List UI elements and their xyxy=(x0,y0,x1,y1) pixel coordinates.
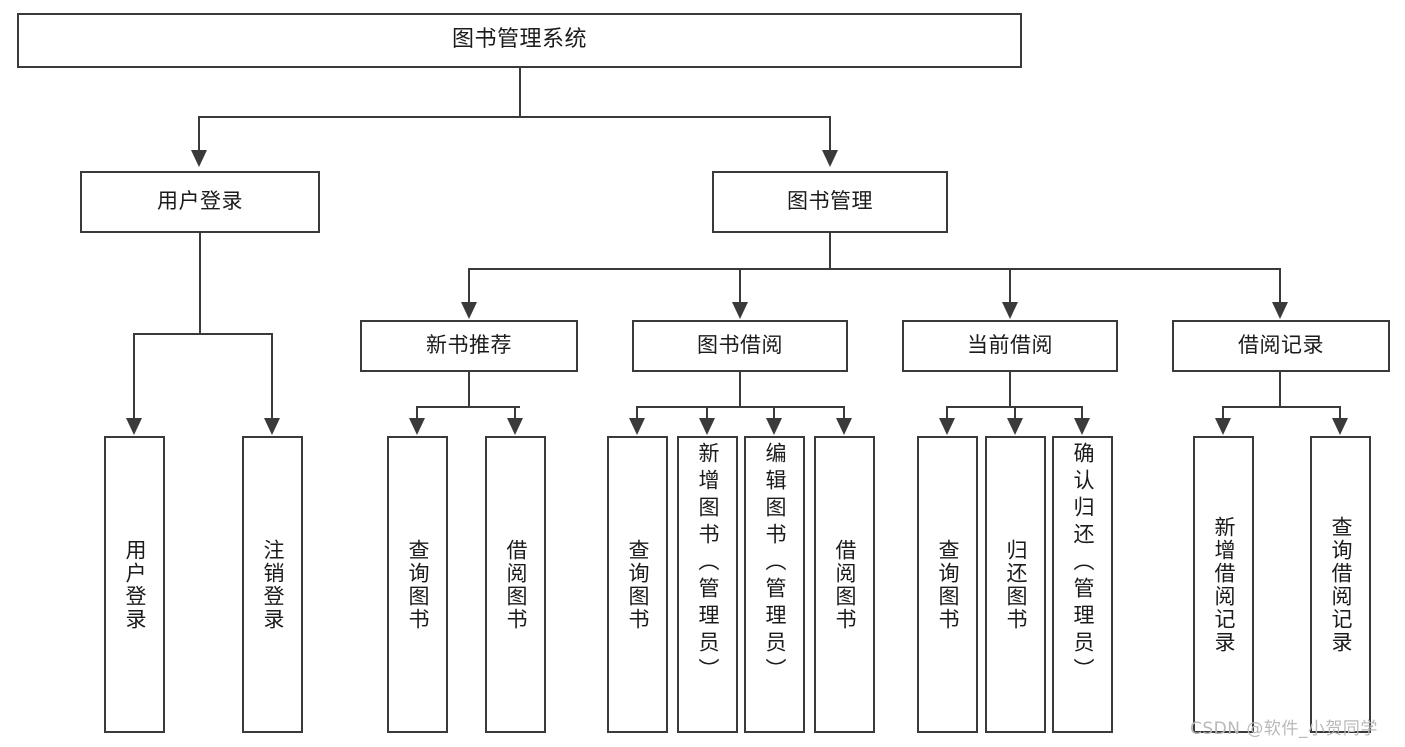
connector-borrow-record-stem xyxy=(1279,372,1281,407)
node-new-book-rec-label: 新书推荐 xyxy=(426,333,512,358)
leaf-user-login-label: 用户登录 xyxy=(123,538,147,631)
arrowhead-book-manage-to-new-book-rec xyxy=(461,302,477,319)
arrowhead-book-borrow-to-leaf-1 xyxy=(629,418,645,435)
leaf-query-book-2-label: 查询图书 xyxy=(626,538,650,631)
arrowhead-borrow-record-to-leaf-2 xyxy=(1332,418,1348,435)
leaf-query-book-1-label: 查询图书 xyxy=(406,538,430,631)
node-new-book-rec[interactable]: 新书推荐 xyxy=(360,320,578,372)
leaf-logout[interactable]: 注销登录 xyxy=(242,436,303,733)
arrowhead-borrow-record-to-leaf-1 xyxy=(1215,418,1231,435)
leaf-query-book-3-label: 查询图书 xyxy=(936,538,960,631)
connector-new-book-rec-to-leaf-1 xyxy=(416,406,418,420)
connector-borrow-record-bus xyxy=(1222,406,1340,408)
connector-current-borrow-to-leaf-2 xyxy=(1014,406,1016,420)
leaf-add-book-label: 新增图书（管理员） xyxy=(696,442,720,685)
arrowhead-root-to-user-login xyxy=(191,150,207,167)
leaf-query-record[interactable]: 查询借阅记录 xyxy=(1310,436,1371,733)
arrowhead-book-manage-to-book-borrow xyxy=(732,302,748,319)
connector-book-borrow-bus xyxy=(636,406,844,408)
arrowhead-book-borrow-to-leaf-3 xyxy=(766,418,782,435)
leaf-return-book-label: 归还图书 xyxy=(1004,538,1028,631)
leaf-add-book[interactable]: 新增图书（管理员） xyxy=(677,436,738,733)
arrowhead-new-book-rec-to-leaf-2 xyxy=(507,418,523,435)
connector-borrow-record-to-leaf-2 xyxy=(1339,406,1341,420)
connector-new-book-rec-stem xyxy=(468,372,470,407)
connector-book-manage-bus xyxy=(468,268,1281,270)
connector-root-bus xyxy=(198,116,831,118)
connector-book-manage-to-book-borrow xyxy=(739,268,741,304)
connector-root-to-user-login xyxy=(198,116,200,152)
connector-borrow-record-to-leaf-1 xyxy=(1222,406,1224,420)
leaf-query-book-2[interactable]: 查询图书 xyxy=(607,436,668,733)
leaf-edit-book-label: 编辑图书（管理员） xyxy=(763,442,787,685)
node-user-login-label: 用户登录 xyxy=(157,189,243,214)
connector-book-borrow-to-leaf-1 xyxy=(636,406,638,420)
leaf-query-book-3[interactable]: 查询图书 xyxy=(917,436,978,733)
leaf-borrow-book-2[interactable]: 借阅图书 xyxy=(814,436,875,733)
leaf-borrow-book-2-label: 借阅图书 xyxy=(833,538,857,631)
connector-current-borrow-stem xyxy=(1009,372,1011,407)
connector-book-borrow-to-leaf-4 xyxy=(843,406,845,420)
connector-book-manage-to-current-borrow xyxy=(1009,268,1011,304)
leaf-user-login[interactable]: 用户登录 xyxy=(104,436,165,733)
node-user-login[interactable]: 用户登录 xyxy=(80,171,320,233)
node-book-manage-label: 图书管理 xyxy=(787,189,873,214)
node-root[interactable]: 图书管理系统 xyxy=(17,13,1022,68)
connector-book-manage-stem xyxy=(829,233,831,269)
connector-book-borrow-to-leaf-3 xyxy=(773,406,775,420)
connector-user-login-bus xyxy=(133,333,273,335)
connector-new-book-rec-bus xyxy=(416,406,520,408)
connector-user-login-to-leaf-1 xyxy=(133,333,135,420)
arrowhead-book-manage-to-borrow-record xyxy=(1272,302,1288,319)
leaf-confirm-return-label: 确认归还（管理员） xyxy=(1071,442,1095,685)
arrowhead-book-borrow-to-leaf-2 xyxy=(699,418,715,435)
connector-new-book-rec-to-leaf-2 xyxy=(514,406,516,420)
connector-user-login-stem xyxy=(199,233,201,334)
leaf-add-record-label: 新增借阅记录 xyxy=(1212,515,1236,654)
connector-book-manage-to-new-book-rec xyxy=(468,268,470,304)
arrowhead-user-login-to-leaf-1 xyxy=(126,418,142,435)
leaf-borrow-book-1-label: 借阅图书 xyxy=(504,538,528,631)
connector-book-manage-to-borrow-record xyxy=(1279,268,1281,304)
node-book-borrow[interactable]: 图书借阅 xyxy=(632,320,848,372)
leaf-logout-label: 注销登录 xyxy=(261,538,285,631)
connector-user-login-to-leaf-2 xyxy=(271,333,273,420)
arrowhead-new-book-rec-to-leaf-1 xyxy=(409,418,425,435)
node-current-borrow[interactable]: 当前借阅 xyxy=(902,320,1118,372)
leaf-return-book[interactable]: 归还图书 xyxy=(985,436,1046,733)
node-book-borrow-label: 图书借阅 xyxy=(697,333,783,358)
arrowhead-current-borrow-to-leaf-3 xyxy=(1074,418,1090,435)
node-borrow-record[interactable]: 借阅记录 xyxy=(1172,320,1390,372)
connector-current-borrow-to-leaf-1 xyxy=(946,406,948,420)
arrowhead-current-borrow-to-leaf-1 xyxy=(939,418,955,435)
connector-root-stem xyxy=(519,68,521,117)
node-book-manage[interactable]: 图书管理 xyxy=(712,171,948,233)
connector-book-borrow-to-leaf-2 xyxy=(706,406,708,420)
leaf-confirm-return[interactable]: 确认归还（管理员） xyxy=(1052,436,1113,733)
leaf-add-record[interactable]: 新增借阅记录 xyxy=(1193,436,1254,733)
leaf-query-book-1[interactable]: 查询图书 xyxy=(387,436,448,733)
node-borrow-record-label: 借阅记录 xyxy=(1238,333,1324,358)
leaf-borrow-book-1[interactable]: 借阅图书 xyxy=(485,436,546,733)
connector-current-borrow-to-leaf-3 xyxy=(1081,406,1083,420)
csdn-watermark: CSDN @软件_小贺同学 xyxy=(1190,719,1378,739)
arrowhead-book-borrow-to-leaf-4 xyxy=(836,418,852,435)
leaf-query-record-label: 查询借阅记录 xyxy=(1329,515,1353,654)
connector-root-to-book-manage xyxy=(829,116,831,152)
connector-book-borrow-stem xyxy=(739,372,741,407)
leaf-edit-book[interactable]: 编辑图书（管理员） xyxy=(744,436,805,733)
arrowhead-user-login-to-leaf-2 xyxy=(264,418,280,435)
arrowhead-book-manage-to-current-borrow xyxy=(1002,302,1018,319)
arrowhead-root-to-book-manage xyxy=(822,150,838,167)
arrowhead-current-borrow-to-leaf-2 xyxy=(1007,418,1023,435)
node-root-label: 图书管理系统 xyxy=(451,27,587,53)
node-current-borrow-label: 当前借阅 xyxy=(967,333,1053,358)
